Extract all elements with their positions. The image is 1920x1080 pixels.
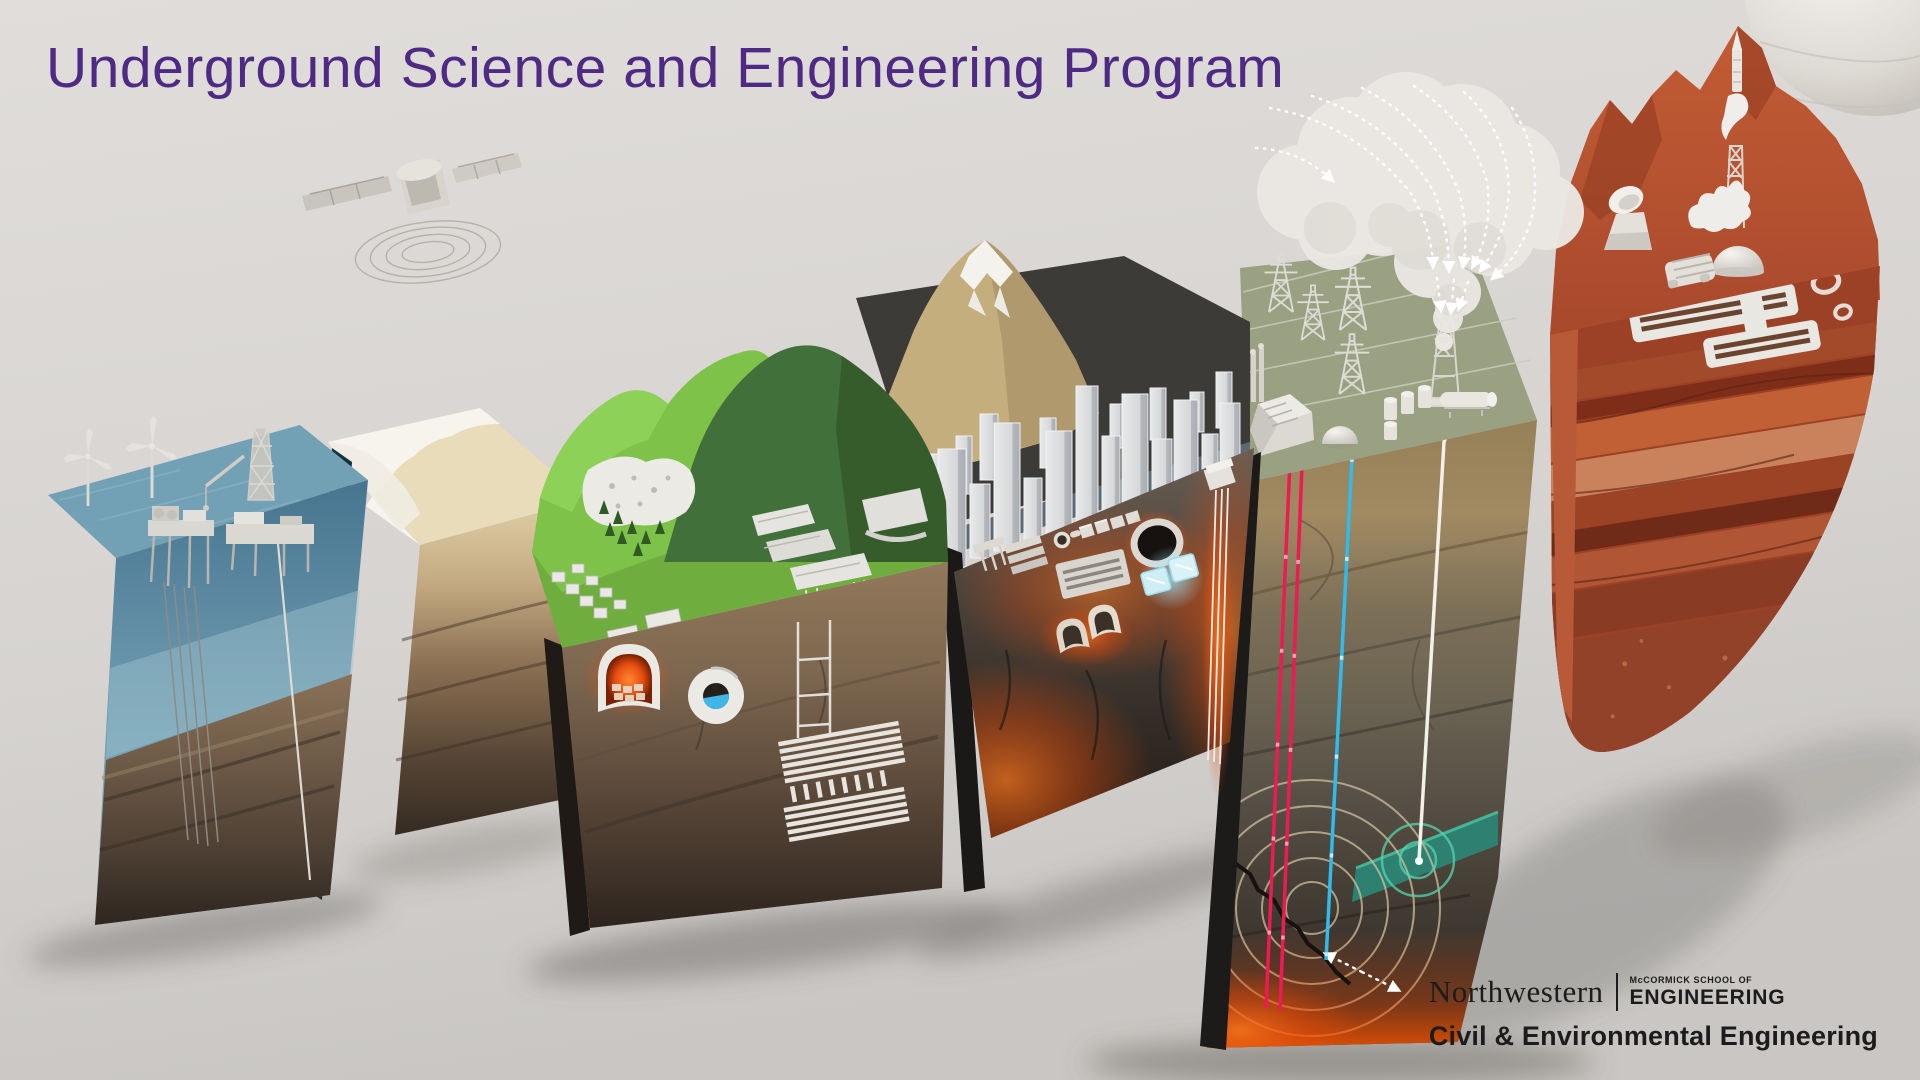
energy-front-face <box>1207 420 1537 1048</box>
storage-cubes-icon <box>1078 510 1141 539</box>
underground-repository-icon <box>778 720 910 843</box>
planet-sphere <box>1744 0 1920 116</box>
containment-dome-icon <box>1322 426 1358 449</box>
city-left-side <box>941 545 985 892</box>
block-shadows <box>27 731 1920 1080</box>
tunnel-boring-cross-section-icon <box>688 666 744 724</box>
green-left-side <box>544 638 590 936</box>
habitat-dome-icon <box>1712 246 1764 277</box>
slatted-cavern-icon <box>1055 549 1131 599</box>
satellite-signal-rings <box>354 220 502 284</box>
mccormick-school-lockup: McCORMICK SCHOOL OF ENGINEERING <box>1629 975 1786 1009</box>
underground-structures <box>972 457 1236 800</box>
mars-top-surface <box>1550 26 1880 335</box>
rockslide-icon <box>582 456 696 527</box>
ocean-light-band <box>106 590 360 758</box>
page-title: Underground Science and Engineering Prog… <box>46 36 1285 100</box>
energy-left-side <box>1200 452 1261 1050</box>
pile-foundation-icon <box>972 536 1007 572</box>
logo-divider <box>1615 973 1618 1011</box>
surf-line <box>328 408 500 545</box>
offshore-platform-icon <box>148 506 219 847</box>
ice-thermal-storage-icon <box>1140 546 1204 610</box>
rocket-icon <box>1721 30 1749 140</box>
rover-icon <box>1664 253 1716 289</box>
mini-shaft-ring-icon <box>1053 531 1071 549</box>
pine-trees-icon <box>599 500 665 556</box>
northwestern-wordmark: Northwestern <box>1428 974 1604 1009</box>
airflow-trajectory-arrows <box>1254 84 1537 316</box>
skyline-buildings <box>887 371 1241 583</box>
energy-subsurface-block <box>1200 242 1537 1050</box>
northwestern-logo: Northwestern McCORMICK SCHOOL OF ENGINEE… <box>1429 973 1878 1052</box>
warehouse-buildings-icon <box>752 488 928 590</box>
department-name: Civil & Environmental Engineering <box>1428 1021 1878 1051</box>
underground-parking-icon <box>1004 535 1049 575</box>
engineering-wordmark: ENGINEERING <box>1629 986 1786 1009</box>
radio-dish-icon <box>1604 186 1652 250</box>
tank-farm-icon <box>1384 385 1497 440</box>
sand-front-face <box>395 500 585 835</box>
city-deep-borehole-icon <box>1202 457 1236 800</box>
city-underground-block <box>856 240 1254 892</box>
ocean-offshore-block <box>48 414 368 925</box>
ocean-rock <box>95 674 352 925</box>
access-shafts-icon <box>796 620 832 738</box>
power-plant-icon <box>1250 394 1314 456</box>
logo-lockup: Northwestern McCORMICK SCHOOL OF ENGINEE… <box>1429 973 1786 1011</box>
satellite <box>302 153 522 284</box>
tunnel-portal-icon <box>582 638 674 718</box>
satellite-body <box>302 153 522 214</box>
snow-capped-mountain <box>878 240 1099 462</box>
drilling-rig-icon <box>203 427 314 881</box>
fault-slip-arrows <box>1322 952 1402 992</box>
mccormick-school-prefix: McCORMICK SCHOOL OF <box>1629 975 1753 985</box>
mountain-tunnel-block <box>532 345 948 936</box>
twin-transit-tunnels-icon <box>1038 604 1134 666</box>
village-houses-icon <box>551 563 682 645</box>
mars-mountain-shading <box>1580 26 1776 220</box>
launch-smoke <box>1688 180 1751 232</box>
coastal-sand-block <box>328 408 585 835</box>
